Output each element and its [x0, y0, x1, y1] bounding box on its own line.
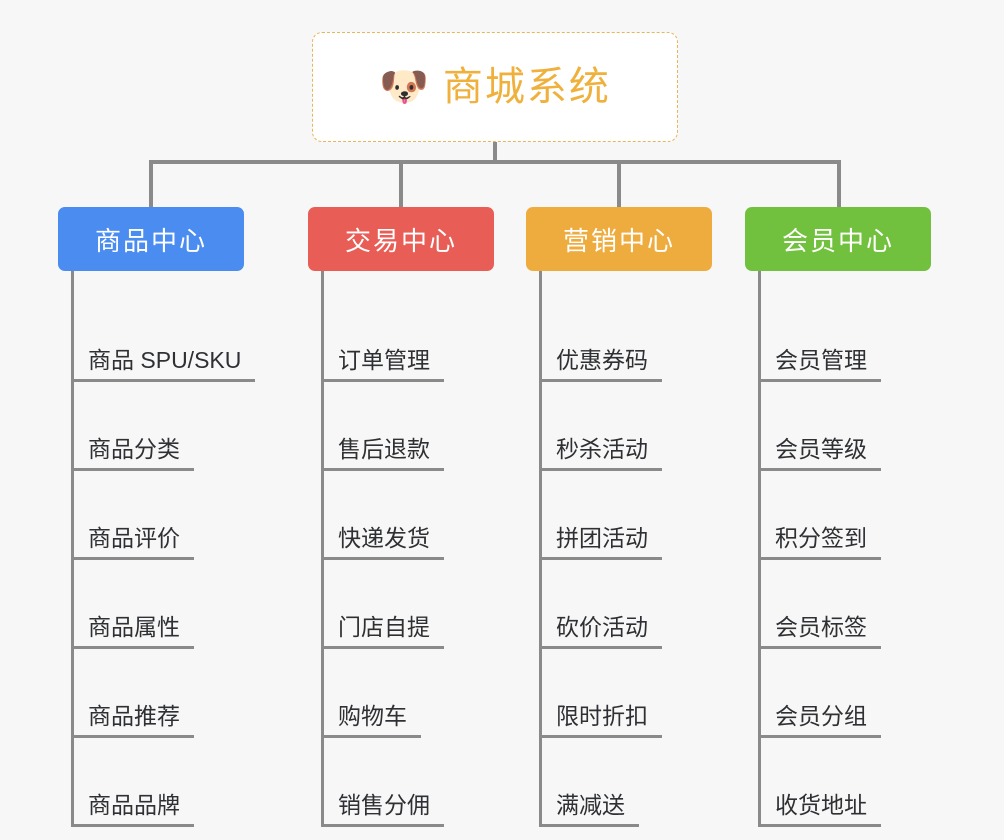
- branch-header-product-center[interactable]: 商品中心: [58, 207, 244, 271]
- leaf-label: 商品属性: [74, 614, 194, 649]
- leaf-label: 快递发货: [324, 525, 444, 560]
- branch-product-center: 商品中心 商品 SPU/SKU 商品分类 商品评价 商品属性 商品推荐 商品品牌: [58, 207, 256, 827]
- leaf-item[interactable]: 商品属性: [74, 560, 255, 649]
- leaf-label: 收货地址: [761, 792, 881, 827]
- branch-header-marketing-center[interactable]: 营销中心: [526, 207, 712, 271]
- leaf-item[interactable]: 会员管理: [761, 293, 931, 382]
- root-title: 商城系统: [442, 65, 611, 109]
- leaf-item[interactable]: 商品 SPU/SKU: [74, 293, 256, 382]
- leaf-label: 商品 SPU/SKU: [74, 347, 256, 382]
- leaf-label: 满减送: [542, 792, 639, 827]
- leaf-stack-product-center: 商品 SPU/SKU 商品分类 商品评价 商品属性 商品推荐 商品品牌: [71, 271, 256, 827]
- leaf-stack-trade-center: 订单管理 售后退款 快递发货 门店自提 购物车 销售分佣: [321, 271, 494, 827]
- leaf-label: 秒杀活动: [542, 436, 662, 471]
- leaf-item[interactable]: 订单管理: [324, 293, 494, 382]
- leaf-label: 会员管理: [761, 347, 881, 382]
- leaf-label: 购物车: [324, 703, 421, 738]
- leaf-item[interactable]: 会员分组: [761, 649, 931, 738]
- leaf-item[interactable]: 限时折扣: [542, 649, 712, 738]
- leaf-stack-marketing-center: 优惠券码 秒杀活动 拼团活动 砍价活动 限时折扣 满减送: [539, 271, 712, 827]
- branch-member-center: 会员中心 会员管理 会员等级 积分签到 会员标签 会员分组 收货地址: [745, 207, 931, 827]
- leaf-item[interactable]: 收货地址: [761, 738, 931, 827]
- leaf-item[interactable]: 商品分类: [74, 382, 255, 471]
- leaf-label: 拼团活动: [542, 525, 662, 560]
- leaf-item[interactable]: 优惠券码: [542, 293, 712, 382]
- leaf-label: 商品分类: [74, 436, 194, 471]
- leaf-label: 会员等级: [761, 436, 881, 471]
- leaf-item[interactable]: 拼团活动: [542, 471, 712, 560]
- connector-drop-trade: [399, 160, 403, 207]
- leaf-item[interactable]: 砍价活动: [542, 560, 712, 649]
- leaf-item[interactable]: 商品推荐: [74, 649, 255, 738]
- leaf-item[interactable]: 商品品牌: [74, 738, 255, 827]
- leaf-label: 销售分佣: [324, 792, 444, 827]
- leaf-item[interactable]: 售后退款: [324, 382, 494, 471]
- leaf-label: 商品推荐: [74, 703, 194, 738]
- leaf-label: 商品品牌: [74, 792, 194, 827]
- leaf-label: 会员标签: [761, 614, 881, 649]
- leaf-label: 积分签到: [761, 525, 881, 560]
- leaf-item[interactable]: 满减送: [542, 738, 712, 827]
- leaf-item[interactable]: 门店自提: [324, 560, 494, 649]
- connector-drop-member: [837, 160, 841, 207]
- connector-drop-marketing: [617, 160, 621, 207]
- leaf-item[interactable]: 购物车: [324, 649, 494, 738]
- leaf-label: 门店自提: [324, 614, 444, 649]
- leaf-label: 限时折扣: [542, 703, 662, 738]
- leaf-item[interactable]: 秒杀活动: [542, 382, 712, 471]
- leaf-item[interactable]: 销售分佣: [324, 738, 494, 827]
- leaf-label: 优惠券码: [542, 347, 662, 382]
- leaf-label: 订单管理: [324, 347, 444, 382]
- leaf-label: 商品评价: [74, 525, 194, 560]
- root-node[interactable]: 🐶 商城系统: [312, 32, 678, 142]
- leaf-label: 砍价活动: [542, 614, 662, 649]
- leaf-label: 售后退款: [324, 436, 444, 471]
- branch-header-member-center[interactable]: 会员中心: [745, 207, 931, 271]
- leaf-stack-member-center: 会员管理 会员等级 积分签到 会员标签 会员分组 收货地址: [758, 271, 931, 827]
- connector-drop-product: [149, 160, 153, 207]
- leaf-item[interactable]: 积分签到: [761, 471, 931, 560]
- dog-face-icon: 🐶: [379, 65, 429, 109]
- connector-horizontal-bus: [149, 160, 841, 164]
- leaf-item[interactable]: 快递发货: [324, 471, 494, 560]
- branch-trade-center: 交易中心 订单管理 售后退款 快递发货 门店自提 购物车 销售分佣: [308, 207, 494, 827]
- connector-root-stem: [493, 142, 497, 164]
- branch-header-trade-center[interactable]: 交易中心: [308, 207, 494, 271]
- leaf-item[interactable]: 会员标签: [761, 560, 931, 649]
- leaf-item[interactable]: 商品评价: [74, 471, 255, 560]
- leaf-item[interactable]: 会员等级: [761, 382, 931, 471]
- leaf-label: 会员分组: [761, 703, 881, 738]
- branch-marketing-center: 营销中心 优惠券码 秒杀活动 拼团活动 砍价活动 限时折扣 满减送: [526, 207, 712, 827]
